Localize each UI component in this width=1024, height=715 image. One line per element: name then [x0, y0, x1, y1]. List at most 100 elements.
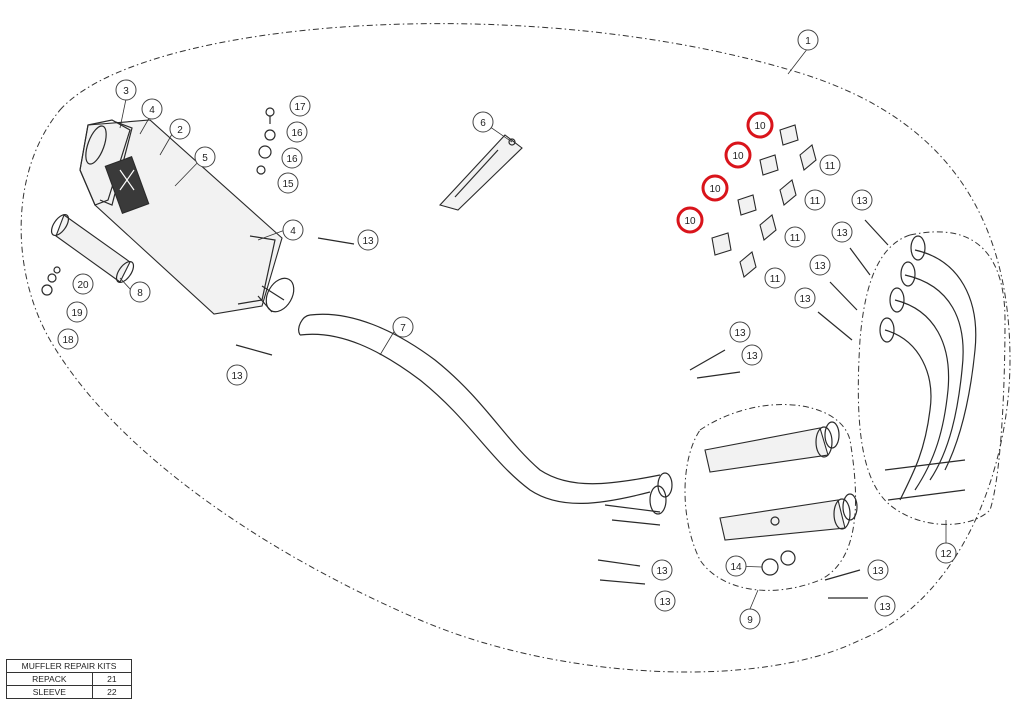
part-9-mid-pipes	[704, 421, 858, 541]
svg-text:20: 20	[77, 280, 89, 291]
svg-text:18: 18	[62, 335, 74, 346]
callout-5: 5	[194, 146, 216, 168]
svg-text:11: 11	[825, 161, 836, 172]
callout-3: 3	[115, 79, 137, 101]
kit-number: 21	[91, 672, 133, 686]
svg-text:16: 16	[286, 154, 298, 165]
svg-text:9: 9	[747, 615, 753, 626]
callout-13: 13	[809, 254, 831, 276]
svg-text:12: 12	[940, 549, 952, 560]
callout-11: 11	[819, 154, 841, 176]
callout-7: 7	[392, 316, 414, 338]
svg-text:19: 19	[71, 308, 83, 319]
muffler-inlet-sleeve	[257, 285, 285, 313]
part-20-nut	[53, 266, 61, 274]
part-15-nut	[256, 165, 266, 175]
svg-text:13: 13	[872, 566, 884, 577]
callout-10-highlighted: 10	[724, 141, 752, 169]
svg-text:10: 10	[684, 216, 696, 227]
callout-4: 4	[141, 98, 163, 120]
group-9-boundary	[684, 404, 857, 591]
hardware-washers	[41, 107, 276, 296]
callout-14: 14	[725, 555, 747, 577]
callout-19: 19	[66, 301, 88, 323]
callout-1: 1	[797, 29, 819, 51]
muffler-end-cap	[79, 119, 131, 206]
svg-text:11: 11	[790, 233, 801, 244]
callout-17: 17	[289, 95, 311, 117]
spring-2	[235, 344, 273, 356]
callout-4-front: 4	[282, 219, 304, 241]
callout-10-highlighted: 10	[676, 206, 704, 234]
part-8-sleeve	[50, 213, 135, 284]
callout-11: 11	[764, 267, 786, 289]
svg-text:3: 3	[123, 86, 129, 97]
callout-9: 9	[739, 608, 761, 630]
callouts-layer: 1 2 3 4 4 5 6 7 8 9 10 10 10 10 11 11 11…	[57, 29, 957, 630]
gaskets-group	[711, 124, 817, 278]
callout-13: 13	[867, 559, 889, 581]
callout-13: 13	[831, 221, 853, 243]
kits-table-title-row: MUFFLER REPAIR KITS	[6, 659, 132, 673]
callout-13: 13	[741, 344, 763, 366]
svg-text:13: 13	[362, 236, 374, 247]
callout-8: 8	[129, 281, 151, 303]
kit-number: 22	[91, 685, 133, 699]
svg-text:13: 13	[734, 328, 746, 339]
callout-6: 6	[472, 111, 494, 133]
svg-text:8: 8	[137, 288, 143, 299]
part-16-washer	[264, 129, 276, 141]
svg-text:13: 13	[836, 228, 848, 239]
svg-text:13: 13	[659, 597, 671, 608]
logo-mark-icon	[119, 169, 135, 191]
callout-18: 18	[57, 328, 79, 350]
part-19-washer	[47, 273, 57, 283]
muffler-logo-badge	[104, 156, 150, 214]
svg-text:13: 13	[814, 261, 826, 272]
callout-13: 13	[651, 559, 673, 581]
kit-boundary-outline	[20, 23, 1011, 673]
svg-text:13: 13	[746, 351, 758, 362]
callout-13: 13	[226, 364, 248, 386]
callout-16: 16	[281, 147, 303, 169]
svg-text:10: 10	[709, 184, 721, 195]
spring-1	[317, 237, 355, 245]
callout-11: 11	[784, 226, 806, 248]
callout-13: 13	[794, 287, 816, 309]
part-18-washer	[41, 284, 53, 296]
callout-12: 12	[935, 542, 957, 564]
callout-13: 13	[654, 590, 676, 612]
svg-text:5: 5	[202, 153, 208, 164]
group-12-boundary	[857, 231, 1006, 525]
svg-text:13: 13	[656, 566, 668, 577]
kit-name: REPACK	[6, 672, 93, 686]
part-12-headers	[879, 235, 977, 501]
callout-13: 13	[851, 189, 873, 211]
callout-13: 13	[729, 321, 751, 343]
callout-20: 20	[72, 273, 94, 295]
svg-text:16: 16	[291, 128, 303, 139]
part-7-link-pipe	[298, 313, 673, 526]
table-row: REPACK 21	[6, 672, 133, 686]
callout-2: 2	[169, 118, 191, 140]
svg-text:4: 4	[290, 226, 296, 237]
callout-10-highlighted: 10	[701, 174, 729, 202]
svg-text:7: 7	[400, 323, 406, 334]
part-14-boss	[761, 550, 796, 576]
part-6-bracket	[438, 134, 523, 211]
part-17-bolt	[265, 107, 275, 117]
callout-16: 16	[286, 121, 308, 143]
table-row: SLEEVE 22	[6, 685, 133, 699]
svg-text:15: 15	[282, 179, 294, 190]
svg-text:13: 13	[879, 602, 891, 613]
kits-table-title: MUFFLER REPAIR KITS	[6, 659, 132, 673]
svg-text:13: 13	[856, 196, 868, 207]
svg-text:11: 11	[810, 196, 821, 207]
callout-10-highlighted: 10	[746, 111, 774, 139]
callout-13: 13	[357, 229, 379, 251]
svg-text:6: 6	[480, 118, 486, 129]
svg-text:4: 4	[149, 105, 155, 116]
svg-text:10: 10	[732, 151, 744, 162]
muffler-body	[79, 119, 283, 315]
